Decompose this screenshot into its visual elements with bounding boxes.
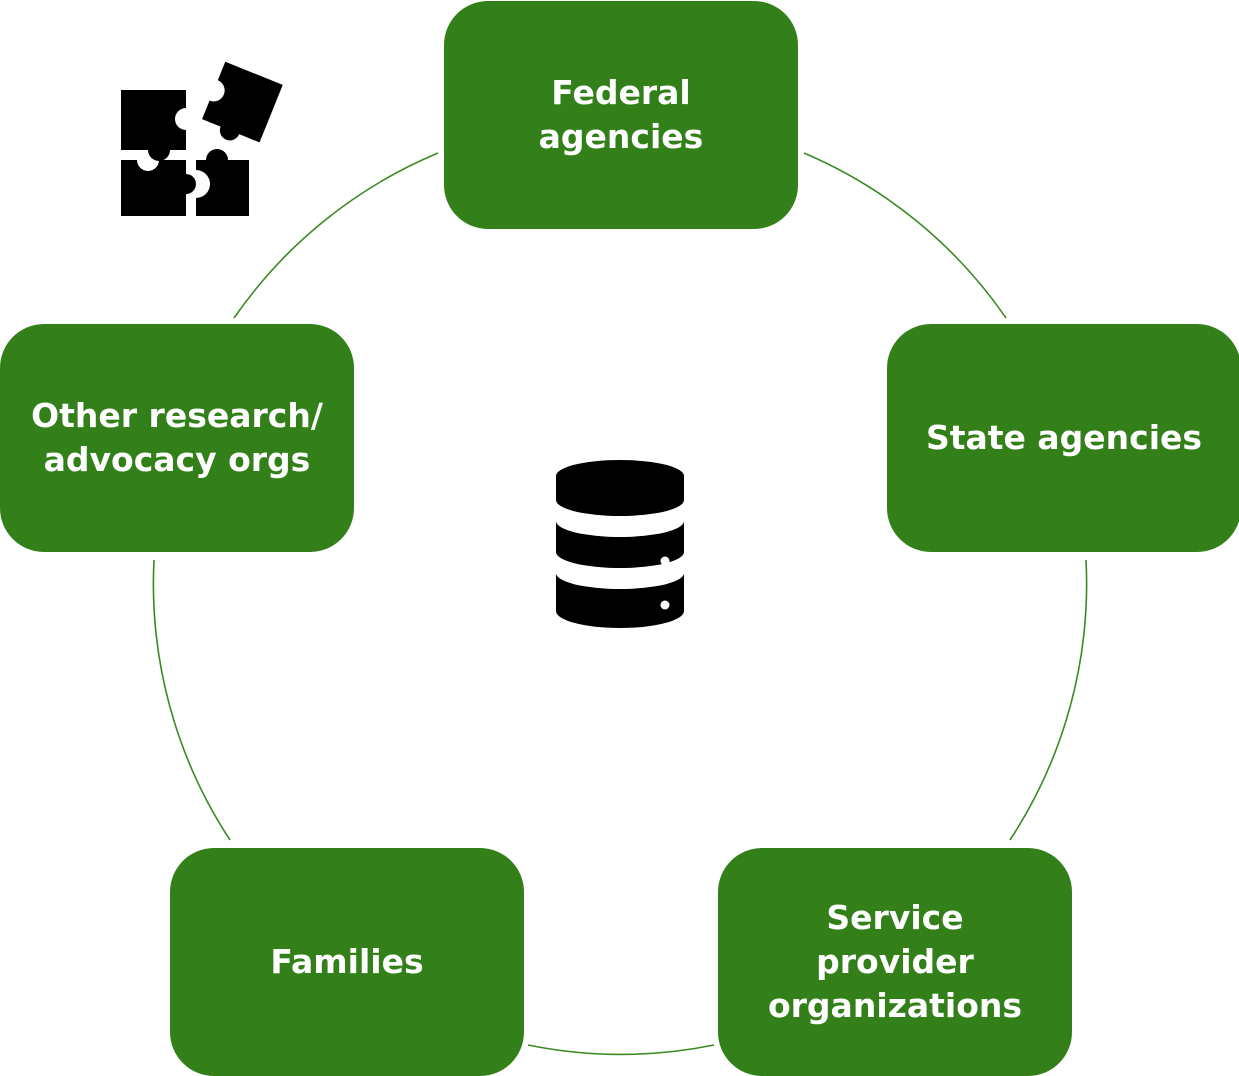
database-icon (556, 460, 684, 628)
node-state-agencies: State agencies (887, 324, 1239, 552)
connector-families-to-other (152, 559, 231, 841)
node-federal-agencies: Federal agencies (444, 1, 798, 229)
puzzle-icon (121, 61, 283, 216)
connector-other-to-federal (233, 152, 439, 319)
node-label: Federal agencies (538, 73, 704, 156)
node-service-provider-organizations: Service provider organizations (718, 848, 1072, 1076)
connector-state-to-service (1009, 559, 1088, 841)
node-label: Service provider organizations (767, 898, 1022, 1025)
node-families: Families (170, 848, 524, 1076)
node-other-research-advocacy-orgs: Other research/ advocacy orgs (0, 324, 354, 552)
node-label: State agencies (925, 418, 1203, 457)
cycle-connectors (152, 152, 1088, 1056)
node-label: Other research/ advocacy orgs (31, 396, 323, 479)
node-label: Families (270, 942, 424, 981)
connector-federal-to-state (803, 152, 1007, 319)
connector-service-to-families (527, 1044, 715, 1056)
